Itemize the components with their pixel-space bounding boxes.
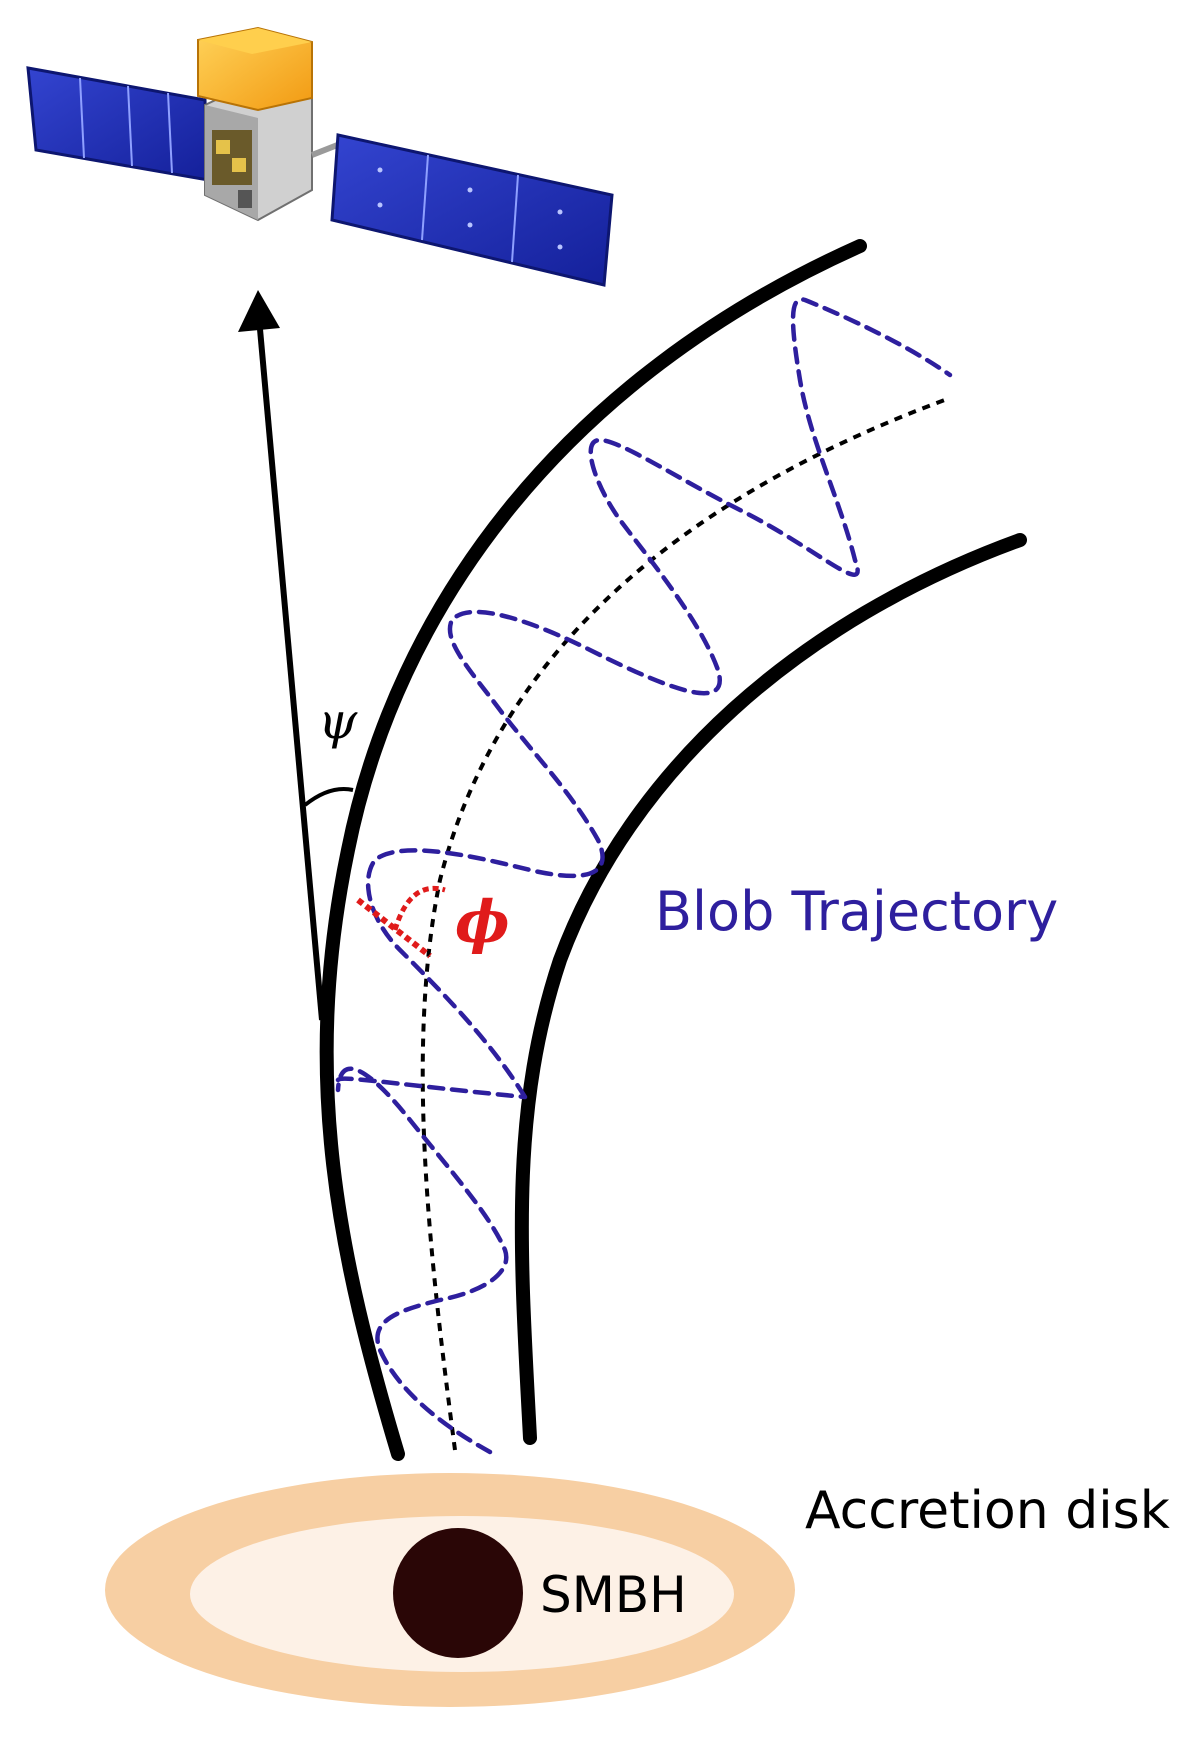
blob-trajectory-label: Blob Trajectory — [655, 880, 1058, 943]
phase-angle-marker — [356, 886, 446, 959]
phase-angle-label: ϕ — [455, 888, 510, 956]
spacecraft-bus — [204, 78, 313, 222]
viewing-angle-arc — [303, 787, 354, 807]
blob-trajectory-helix — [335, 297, 953, 1455]
satellite-icon — [26, 26, 614, 287]
right-solar-panel — [330, 133, 614, 287]
line-of-sight-arrow — [238, 290, 325, 1021]
jet-wall-outer — [319, 239, 867, 1461]
jet-axis — [420, 396, 951, 1451]
left-solar-panel — [26, 66, 210, 182]
viewing-angle-label: ψ — [318, 692, 358, 750]
accretion-disk-label: Accretion disk — [805, 1481, 1170, 1541]
jet-wall-inner — [514, 533, 1027, 1445]
supermassive-black-hole — [393, 1528, 523, 1658]
gold-instrument-box — [197, 26, 313, 112]
smbh-label: SMBH — [540, 1566, 687, 1624]
arrow-up-icon — [238, 290, 280, 332]
